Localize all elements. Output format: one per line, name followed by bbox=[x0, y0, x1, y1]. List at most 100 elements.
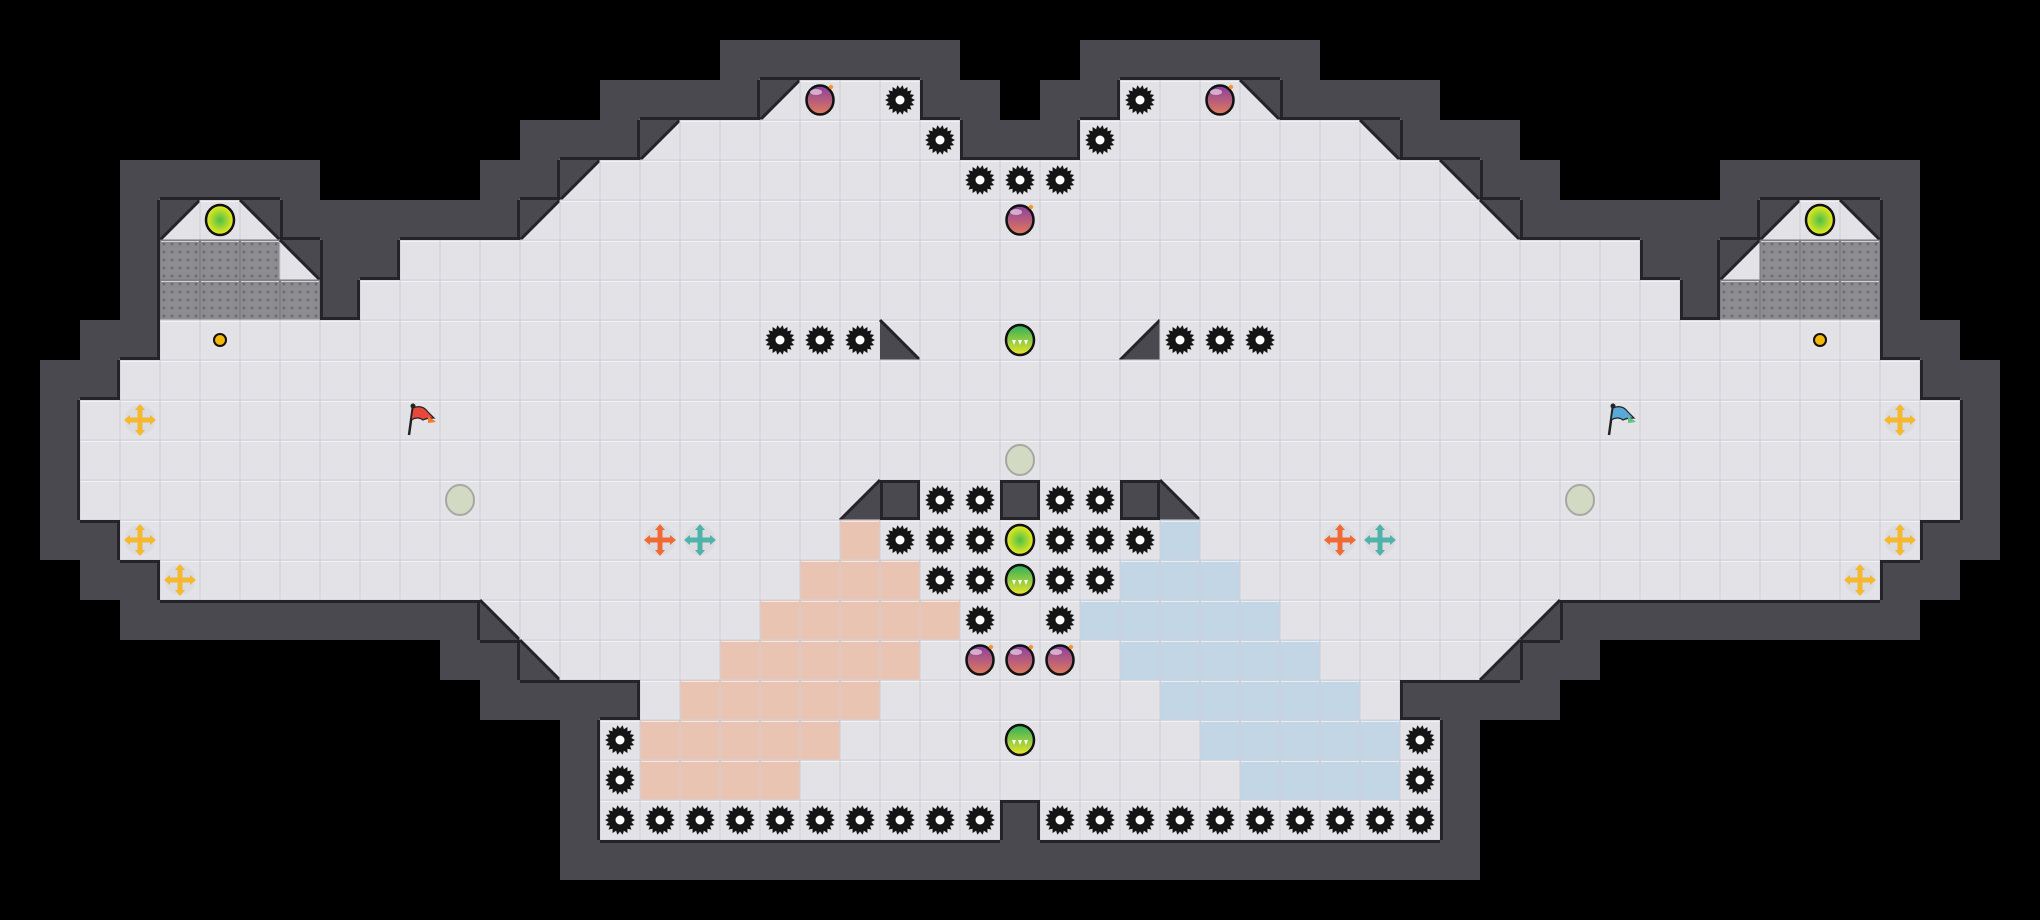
peach-zone-tile bbox=[879, 599, 921, 641]
wall-tile bbox=[1080, 40, 1120, 80]
goal-orb-icon bbox=[1004, 523, 1036, 557]
floor-tile bbox=[1399, 639, 1441, 681]
floor-tile bbox=[879, 399, 921, 441]
wall-tile bbox=[1400, 680, 1440, 720]
floor-tile bbox=[599, 479, 641, 521]
floor-tile bbox=[1119, 759, 1161, 801]
floor-tile bbox=[1639, 559, 1681, 601]
floor-tile bbox=[439, 359, 481, 401]
peach-zone-tile bbox=[919, 599, 961, 641]
floor-tile bbox=[599, 239, 641, 281]
floor-tile bbox=[1799, 519, 1841, 561]
floor-tile bbox=[1119, 119, 1161, 161]
floor-tile bbox=[1679, 559, 1721, 601]
wall-tile bbox=[320, 200, 360, 240]
floor-tile bbox=[519, 559, 561, 601]
floor-tile bbox=[879, 759, 921, 801]
floor-tile bbox=[838, 478, 882, 522]
wall-tile bbox=[1040, 840, 1080, 880]
floor-tile bbox=[679, 359, 721, 401]
wall-tile bbox=[1680, 240, 1720, 280]
wall-tile bbox=[920, 40, 960, 80]
wall-tile bbox=[1440, 120, 1480, 160]
floor-tile bbox=[639, 239, 681, 281]
floor-tile bbox=[79, 399, 121, 441]
floor-tile bbox=[1239, 359, 1281, 401]
floor-tile bbox=[1439, 559, 1481, 601]
wall-tile bbox=[960, 840, 1000, 880]
wall-tile bbox=[520, 680, 560, 720]
wall-tile bbox=[360, 600, 400, 640]
floor-tile bbox=[1599, 559, 1641, 601]
teal-move-arrows-icon bbox=[1364, 524, 1396, 556]
floor-tile bbox=[1639, 359, 1681, 401]
wall-tile bbox=[120, 240, 160, 280]
floor-tile bbox=[999, 239, 1041, 281]
chomper-orb-icon bbox=[1004, 563, 1036, 597]
floor-tile bbox=[1879, 439, 1921, 481]
floor-tile bbox=[1439, 599, 1481, 641]
wall-tile bbox=[1960, 400, 2000, 440]
floor-tile bbox=[1039, 679, 1081, 721]
wall-tile bbox=[560, 800, 600, 840]
floor-tile bbox=[1519, 399, 1561, 441]
floor-tile bbox=[1759, 439, 1801, 481]
wall-tile bbox=[1680, 280, 1720, 320]
saw-blade-icon bbox=[1045, 605, 1075, 635]
wall-tile bbox=[1200, 840, 1240, 880]
peach-zone-tile bbox=[759, 599, 801, 641]
saw-blade-icon bbox=[805, 805, 835, 835]
floor-tile bbox=[399, 239, 441, 281]
saw-blade-icon bbox=[965, 525, 995, 555]
floor-tile bbox=[599, 439, 641, 481]
floor-tile bbox=[1358, 118, 1402, 162]
floor-tile bbox=[1479, 319, 1521, 361]
floor-tile bbox=[839, 119, 881, 161]
floor-tile bbox=[919, 719, 961, 761]
grate-tile bbox=[1759, 239, 1801, 281]
wall-tile bbox=[880, 40, 920, 80]
floor-tile bbox=[679, 199, 721, 241]
floor-tile bbox=[679, 119, 721, 161]
floor-tile bbox=[1119, 239, 1161, 281]
floor-tile bbox=[1599, 359, 1641, 401]
floor-tile bbox=[1839, 439, 1881, 481]
yellow-move-arrows-icon bbox=[124, 404, 156, 436]
floor-tile bbox=[1799, 559, 1841, 601]
floor-tile bbox=[799, 199, 841, 241]
wall-tile bbox=[1960, 520, 2000, 560]
floor-tile bbox=[1799, 399, 1841, 441]
peach-zone-tile bbox=[839, 639, 881, 681]
floor-tile bbox=[1359, 559, 1401, 601]
floor-tile bbox=[319, 479, 361, 521]
wall-block bbox=[880, 480, 920, 520]
peach-zone-tile bbox=[719, 679, 761, 721]
wall-tile bbox=[320, 600, 360, 640]
floor-tile bbox=[839, 199, 881, 241]
floor-tile bbox=[1199, 399, 1241, 441]
grate-tile bbox=[1799, 279, 1841, 321]
wall-tile bbox=[1400, 80, 1440, 120]
saw-blade-icon bbox=[1205, 325, 1235, 355]
floor-tile bbox=[1679, 319, 1721, 361]
floor-tile bbox=[799, 399, 841, 441]
wall-tile bbox=[760, 40, 800, 80]
floor-tile bbox=[1559, 359, 1601, 401]
floor-tile bbox=[1319, 119, 1361, 161]
floor-tile bbox=[679, 559, 721, 601]
floor-tile bbox=[558, 158, 602, 202]
saw-blade-icon bbox=[925, 125, 955, 155]
bomb-icon bbox=[1005, 204, 1035, 236]
floor-tile bbox=[439, 399, 481, 441]
floor-tile bbox=[1079, 159, 1121, 201]
floor-tile bbox=[119, 479, 161, 521]
wall-tile bbox=[600, 680, 640, 720]
wall-tile bbox=[40, 440, 80, 480]
wall-tile bbox=[640, 80, 680, 120]
wall-tile bbox=[920, 840, 960, 880]
floor-tile bbox=[599, 399, 641, 441]
floor-tile bbox=[1718, 238, 1762, 282]
floor-tile bbox=[1479, 519, 1521, 561]
floor-tile bbox=[279, 319, 321, 361]
